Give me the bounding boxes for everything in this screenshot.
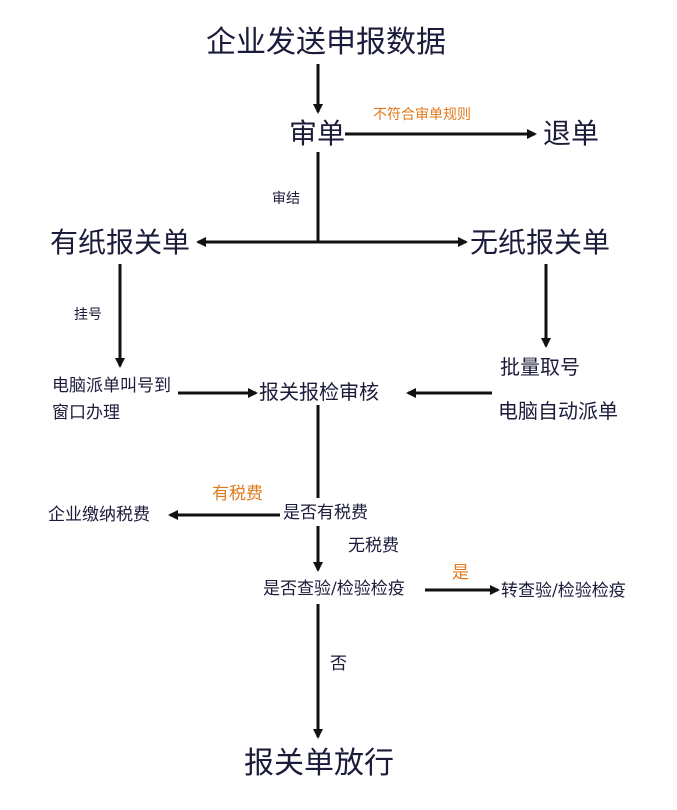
- node-inspection-review: 报关报检审核: [259, 380, 379, 404]
- label-no: 否: [330, 654, 347, 674]
- node-release: 报关单放行: [244, 746, 394, 781]
- label-no-tax: 无税费: [348, 536, 399, 556]
- node-transfer-inspect: 转查验/检验检疫: [501, 581, 626, 601]
- node-batch-line2: 电脑自动派单: [498, 399, 618, 423]
- node-window-line1: 电脑派单叫号到: [52, 376, 171, 396]
- node-paperless: 无纸报关单: [470, 226, 611, 259]
- node-paper: 有纸报关单: [50, 226, 191, 259]
- node-window-line2: 窗口办理: [52, 403, 120, 423]
- label-registered: 挂号: [74, 307, 102, 323]
- node-submit: 企业发送申报数据: [206, 25, 446, 60]
- node-reject: 退单: [543, 117, 600, 150]
- node-batch-line1: 批量取号: [500, 355, 580, 379]
- node-pay-tax: 企业缴纳税费: [48, 505, 150, 525]
- label-yes: 是: [452, 563, 469, 583]
- label-not-compliant: 不符合审单规则: [373, 107, 471, 123]
- label-has-tax: 有税费: [212, 484, 263, 504]
- node-inspect-check: 是否查验/检验检疫: [263, 579, 405, 599]
- label-approved: 审结: [272, 191, 300, 207]
- node-review: 审单: [289, 117, 346, 150]
- node-tax-check: 是否有税费: [283, 503, 368, 523]
